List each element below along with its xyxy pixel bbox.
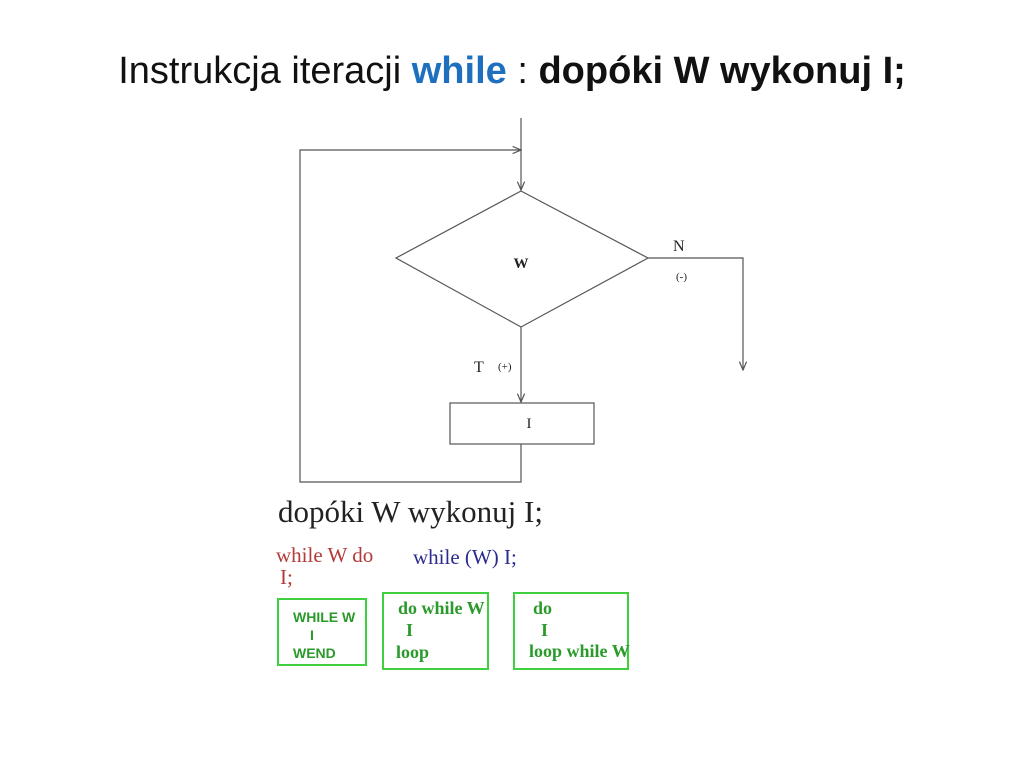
basic-box-line: WEND [293, 645, 336, 661]
true-sign: (+) [498, 361, 512, 373]
do-while-box-line: I [406, 620, 414, 640]
loop-while-box-line: do [533, 598, 553, 618]
false-label: N [673, 238, 685, 255]
title-separator: : [506, 50, 539, 92]
c-while-form: while (W) I; [413, 545, 517, 569]
false-sign: (-) [676, 271, 687, 283]
slide-title: Instrukcja iteracji while : dopóki W wyk… [0, 50, 1024, 93]
basic-box-line: WHILE W [293, 609, 356, 625]
condition-label: W [514, 256, 529, 272]
loop-while-box-line: loop while W [529, 641, 630, 661]
basic-box-line: I [310, 627, 314, 643]
loop-back-path [299, 150, 521, 483]
do-while-box-line: do while W [398, 598, 485, 618]
do-while-box-line: loop [396, 642, 430, 662]
pascal-while-line: while W do [276, 543, 374, 567]
loop-while-box: do I loop while W [513, 592, 630, 670]
pascal-body-line: I; [280, 565, 293, 589]
basic-while-box: WHILE W I WEND [277, 598, 367, 666]
loop-while-box-line: I [541, 620, 549, 640]
true-label: T [474, 359, 484, 376]
do-while-box: do while W I loop [382, 592, 489, 670]
title-text-start: Instrukcja iteracji [118, 50, 412, 92]
title-text-bold: dopóki W wykonuj I; [538, 50, 906, 92]
title-keyword-while: while [411, 50, 507, 92]
instruction-box [449, 402, 595, 445]
instruction-label: I [527, 416, 532, 432]
loop-description: dopóki W wykonuj I; [278, 494, 543, 529]
false-branch-path [648, 257, 743, 370]
